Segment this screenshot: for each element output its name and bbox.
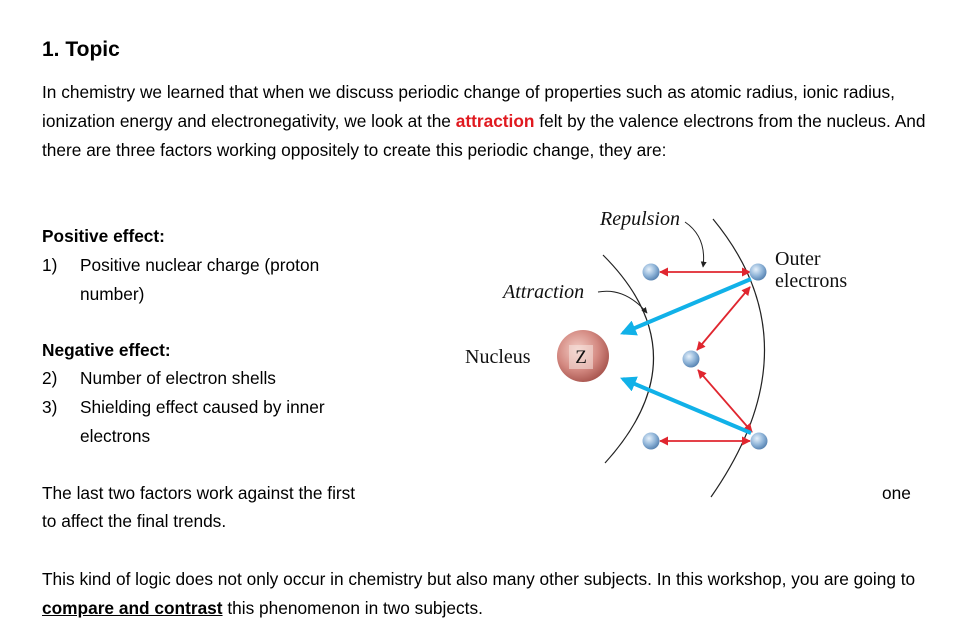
inner-shell <box>602 254 654 464</box>
nucleus-symbol-box <box>569 345 593 369</box>
item-text: Number of electron shells <box>80 368 276 388</box>
item-continuation: electrons <box>80 426 151 446</box>
electron <box>749 263 767 281</box>
conclusion-line-1: The last two factors work against the fi… <box>42 483 356 503</box>
attraction-highlight: attraction <box>455 111 535 131</box>
compare-contrast-emphasis: compare and contrast <box>42 598 223 618</box>
item-continuation: number) <box>80 284 145 304</box>
attraction-arrow <box>620 376 752 435</box>
electron <box>642 263 660 281</box>
attraction-arrow <box>620 277 752 336</box>
section-title: 1. Topic <box>42 38 120 61</box>
atom-diagram: Z Repulsion Outer electrons Attraction N… <box>455 195 935 510</box>
item-number: 3) <box>42 397 58 417</box>
outer-label: Outer <box>775 248 821 270</box>
closing-text-1: This kind of logic does not only occur i… <box>42 569 916 589</box>
repulsion-arrow <box>697 369 753 433</box>
closing-text-2: this phenomenon in two subjects. <box>222 598 483 618</box>
outer-shell <box>710 218 766 498</box>
attraction-pointer <box>597 290 648 314</box>
positive-effect-heading: Positive effect: <box>42 226 165 246</box>
list-item: 2) Number of electron shells <box>42 364 276 393</box>
closing-paragraph: This kind of logic does not only occur i… <box>42 565 932 623</box>
intro-text-2: felt by the valence electrons from the n… <box>42 111 926 160</box>
intro-paragraph: In chemistry we learned that when we dis… <box>42 78 932 165</box>
list-item: 1) Positive nuclear charge (proton <box>42 251 319 280</box>
list-item: 3) Shielding effect caused by inner <box>42 393 325 422</box>
conclusion-word-one: one <box>882 483 911 503</box>
electron <box>642 432 660 450</box>
conclusion-line-2: to affect the final trends. <box>42 511 227 531</box>
repulsion-label: Repulsion <box>599 208 680 230</box>
item-text: Positive nuclear charge (proton <box>80 255 320 275</box>
electron <box>750 432 768 450</box>
electrons-label: electrons <box>775 270 847 292</box>
item-text: Shielding effect caused by inner <box>80 397 325 417</box>
item-number: 1) <box>42 255 58 275</box>
negative-effect-heading: Negative effect: <box>42 340 171 360</box>
item-number: 2) <box>42 368 58 388</box>
intro-text-1: In chemistry we learned that when we dis… <box>42 82 895 131</box>
attraction-label: Attraction <box>501 281 584 303</box>
repulsion-arrow <box>696 286 751 351</box>
nucleus-label: Nucleus <box>465 346 531 368</box>
nucleus-symbol: Z <box>575 347 587 368</box>
repulsion-pointer <box>684 221 707 268</box>
electron <box>682 350 700 368</box>
